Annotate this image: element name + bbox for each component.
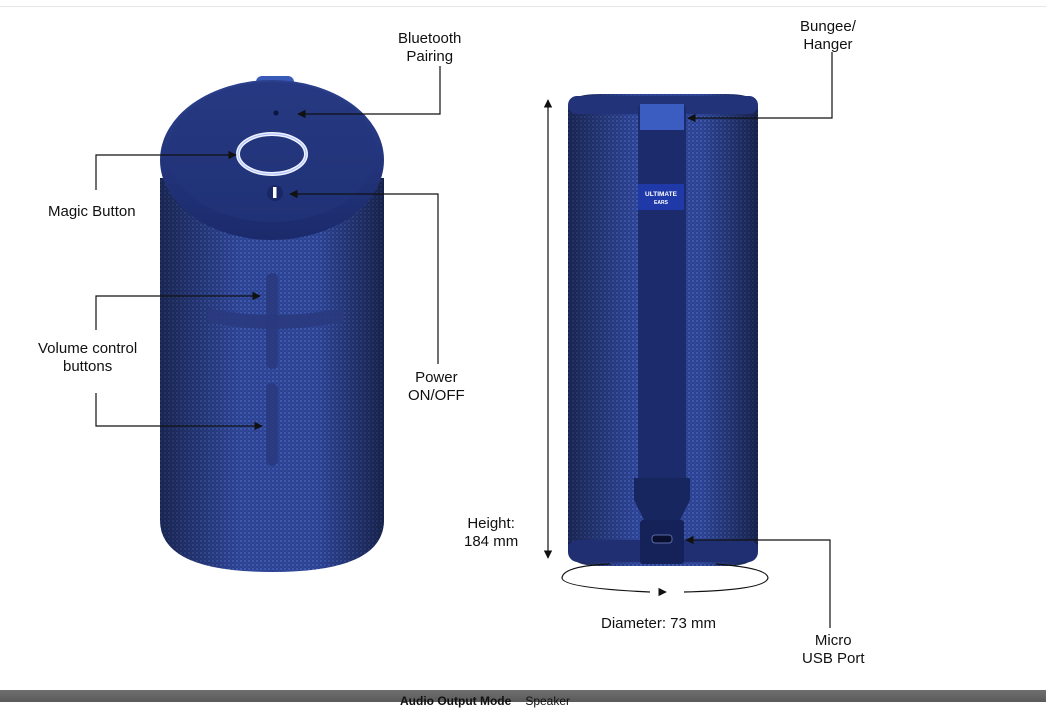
bluetooth-label-line2: Pairing	[406, 48, 454, 65]
volume-label-line1: Volume control	[38, 340, 138, 357]
power-label: Power ON/OFF	[408, 369, 465, 405]
volume-down-button[interactable]	[266, 383, 278, 466]
back-speaker: ULTIMATE EARS	[568, 94, 758, 566]
footer-status: Audio Output Mode Speaker	[400, 694, 570, 708]
bungee-label-line2: Hanger	[803, 36, 853, 53]
bluetooth-label-line1: Bluetooth	[398, 30, 462, 47]
callouts	[95, 52, 833, 628]
bungee-label-line1: Bungee/	[800, 18, 856, 35]
power-callout	[289, 189, 439, 364]
volume-down-callout	[95, 393, 263, 431]
bungee-label: Bungee/ Hanger	[800, 18, 856, 54]
magic-button-label: Magic Button	[48, 203, 136, 221]
usb-label-line2: USB Port	[802, 650, 865, 667]
volume-label-line2: buttons	[63, 358, 113, 375]
brand-badge-line2: EARS	[654, 200, 669, 206]
usb-label-line1: Micro	[814, 632, 852, 649]
diameter-arc	[561, 563, 769, 593]
bungee-hanger[interactable]	[638, 104, 686, 484]
height-label-line2: 184 mm	[464, 533, 519, 550]
footer-label: Audio Output Mode	[400, 694, 512, 708]
bluetooth-pairing-button[interactable]	[273, 110, 279, 116]
footer-bar	[0, 690, 1046, 702]
usb-label: Micro USB Port	[802, 632, 865, 668]
bluetooth-callout	[297, 66, 441, 119]
top-divider	[0, 6, 1046, 7]
magic-callout	[95, 150, 237, 190]
height-label-line1: Height:	[467, 515, 515, 532]
power-label-line1: Power	[415, 369, 458, 386]
magic-button-label-text: Magic Button	[48, 203, 136, 220]
bungee-callout	[687, 52, 833, 123]
front-speaker	[160, 76, 384, 572]
diameter-label: Diameter: 73 mm	[601, 615, 716, 633]
bluetooth-label: Bluetooth Pairing	[398, 30, 461, 66]
diameter-label-text: Diameter: 73 mm	[601, 615, 717, 632]
volume-up-callout	[95, 291, 261, 330]
speaker-diagram: ULTIMATE EARS	[95, 52, 833, 628]
brand-badge	[638, 184, 684, 210]
volume-label: Volume control buttons	[38, 340, 137, 376]
usb-callout	[685, 535, 831, 628]
brand-badge-line1: ULTIMATE	[645, 191, 678, 198]
footer-value: Speaker	[525, 694, 571, 708]
micro-usb-port[interactable]	[651, 534, 673, 544]
height-label: Height: 184 mm	[464, 515, 518, 551]
power-label-line2: ON/OFF	[408, 387, 465, 404]
